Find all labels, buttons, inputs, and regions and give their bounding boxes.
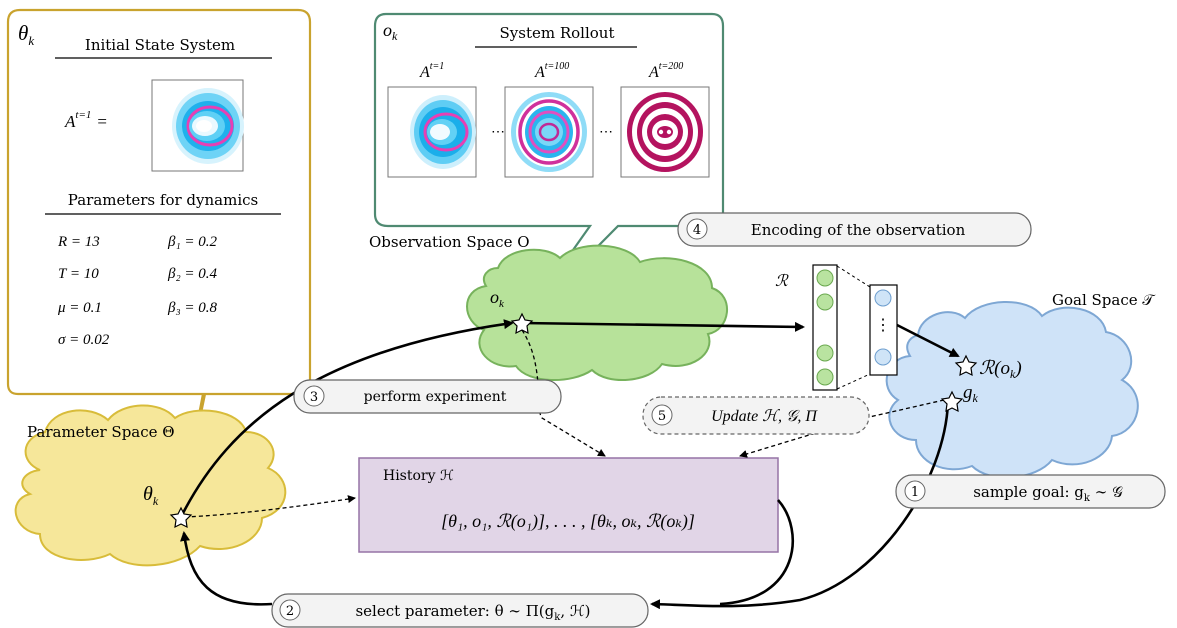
- param-mu: μ = 0.1: [57, 300, 102, 316]
- step-2-number: 2: [286, 604, 294, 619]
- param-t: T = 10: [58, 266, 99, 282]
- rollout-frame-1: [387, 86, 477, 178]
- encoder-output-node: [874, 348, 892, 366]
- step-1-pill: 1 sample goal: gk ∼ 𝒢: [895, 474, 1166, 509]
- encoder-input-node: [816, 368, 834, 386]
- param-r: R = 13: [57, 234, 100, 250]
- encoder-link: [836, 265, 871, 288]
- rollout-frame-100: [504, 86, 594, 178]
- arrow-select-to-theta: [180, 531, 273, 606]
- arrow-goal-to-history: [739, 399, 945, 458]
- arrows: [179, 319, 960, 610]
- o-k-label: ok: [490, 287, 505, 310]
- params-list: R = 13 β₁ = 0.2 T = 10 β₂ = 0.4 μ = 0.1 …: [57, 234, 218, 348]
- encoder-dots: ⋮: [875, 315, 891, 334]
- history-content: [θ₁, o₁, ℛ(o₁)], . . . , [θₖ, oₖ, ℛ(oₖ)]: [441, 511, 695, 532]
- node-theta-k: θk: [143, 483, 193, 529]
- step-5-label: Update ℋ, 𝒢, Π: [711, 408, 818, 425]
- step-3-pill: 3 perform experiment: [293, 379, 562, 414]
- theta-k-star-icon: [169, 506, 193, 529]
- node-o-k: ok: [490, 287, 534, 335]
- goal-space-label: Goal Space 𝒯: [1052, 291, 1156, 309]
- param-panel-corner-label: θk: [18, 21, 34, 48]
- step-4-pill: 4 Encoding of the observation: [677, 212, 1032, 247]
- encoder-link: [836, 373, 871, 390]
- param-sigma: σ = 0.02: [58, 332, 110, 348]
- frame-label-1: At=1: [419, 61, 444, 81]
- rollout-ellipsis-2: ⋯: [599, 124, 613, 140]
- history-box: History ℋ [θ₁, o₁, ℛ(o₁)], . . . , [θₖ, …: [358, 457, 779, 553]
- param-beta1: β₁ = 0.2: [167, 234, 218, 250]
- r-ok-star-icon: [954, 354, 978, 377]
- history-title: History ℋ: [383, 468, 454, 484]
- arrow-ok-to-history: [521, 329, 606, 457]
- goal-space-cloud: [885, 301, 1139, 479]
- param-beta2: β₂ = 0.4: [167, 266, 218, 282]
- step-5-pill: 5 Update ℋ, 𝒢, Π: [642, 396, 870, 435]
- step-4-number: 4: [693, 223, 701, 238]
- frame-label-200: At=200: [648, 61, 683, 81]
- arrow-goal-to-select: [650, 401, 950, 610]
- encoder-input-node: [816, 269, 834, 287]
- parameter-space-label: Parameter Space Θ: [27, 423, 175, 441]
- rollout-title: System Rollout: [500, 24, 615, 42]
- encoder-output-node: [874, 289, 892, 307]
- arrow-ok-to-encoder: [521, 321, 805, 332]
- encoder-input-node: [816, 293, 834, 311]
- initial-state-title: Initial State System: [85, 36, 235, 54]
- step-1-number: 1: [911, 485, 919, 500]
- g-k-label: gk: [963, 382, 979, 405]
- observation-space-label: Observation Space O: [369, 233, 530, 251]
- dynamics-title: Parameters for dynamics: [68, 191, 258, 209]
- step-3-number: 3: [310, 390, 318, 405]
- arrow-history-to-select: [719, 499, 795, 606]
- arrow-encoder-to-rok: [896, 323, 960, 358]
- step-2-label: select parameter: θ ∼ Π(gk, ℋ): [355, 602, 590, 623]
- step-1-label: sample goal: gk ∼ 𝒢: [973, 483, 1123, 504]
- arrow-theta-to-ok: [179, 319, 514, 518]
- step-5-number: 5: [658, 409, 666, 424]
- node-g-k: gk: [940, 382, 979, 413]
- initial-state-image: [151, 79, 244, 172]
- param-beta3: β₃ = 0.8: [167, 300, 218, 316]
- initial-state-equation: At=1=: [64, 109, 107, 131]
- encoder-network: ℛ ⋮: [775, 264, 898, 391]
- encoder-label: ℛ: [775, 273, 789, 290]
- rollout-ellipsis-1: ⋯: [491, 124, 505, 140]
- obs-panel-corner-label: ok: [383, 20, 398, 43]
- encoder-input-node: [816, 344, 834, 362]
- g-k-star-icon: [940, 390, 964, 413]
- parameter-panel: θk Initial State System At=1= Parameters…: [6, 8, 312, 515]
- node-r-ok: ℛ(ok): [954, 354, 1022, 381]
- theta-k-label: θk: [143, 483, 159, 508]
- parameter-space-cloud: [14, 404, 287, 567]
- r-ok-label: ℛ(ok): [979, 358, 1022, 381]
- observation-space-cloud: [466, 244, 728, 381]
- step-3-label: perform experiment: [364, 389, 507, 405]
- arrow-theta-to-history: [184, 495, 356, 518]
- observation-panel: ok System Rollout At=1 At=100 At=200 ⋯ ⋯: [373, 12, 725, 326]
- rollout-frame-200: [620, 86, 710, 178]
- frame-label-100: At=100: [534, 61, 569, 81]
- o-k-star-icon: [510, 312, 534, 335]
- step-2-pill: 2 select parameter: θ ∼ Π(gk, ℋ): [271, 593, 649, 628]
- step-4-label: Encoding of the observation: [751, 221, 966, 239]
